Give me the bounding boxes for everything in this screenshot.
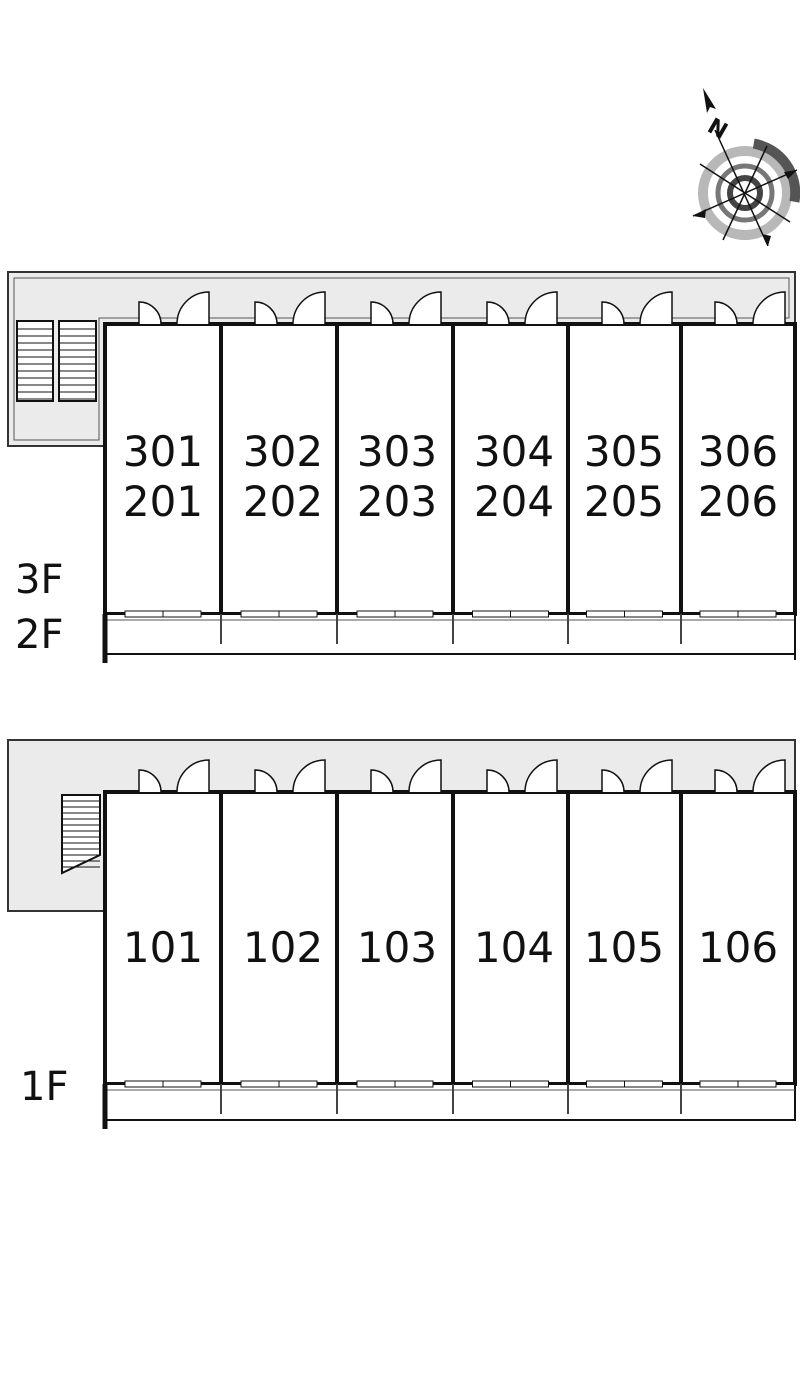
unit-204-label: 204	[474, 477, 554, 526]
entry-door	[138, 291, 210, 325]
entry-door	[370, 759, 442, 793]
unit-205-label: 205	[584, 477, 664, 526]
unit-304-label: 304	[474, 427, 554, 476]
lower-partitions	[219, 792, 683, 1084]
compass-rose-icon	[692, 88, 800, 247]
entry-door	[254, 291, 326, 325]
upper-partitions	[219, 324, 683, 614]
unit-301-label: 301	[123, 427, 203, 476]
unit-305-label: 305	[584, 427, 664, 476]
compass: N	[692, 88, 800, 247]
lower-floor-block: 101 102 103 104 105 106 1F	[7, 739, 797, 1129]
floor-label-3f: 3F	[15, 557, 63, 603]
unit-302-label: 302	[243, 427, 323, 476]
entry-door	[138, 759, 210, 793]
unit-306-label: 306	[698, 427, 778, 476]
entry-door	[601, 759, 673, 793]
unit-201-label: 201	[123, 477, 203, 526]
lower-staircase	[61, 794, 101, 875]
unit-203-label: 203	[357, 477, 437, 526]
unit-206-label: 206	[698, 477, 778, 526]
floor-label-2f: 2F	[15, 612, 63, 658]
entry-door	[486, 759, 558, 793]
unit-202-label: 202	[243, 477, 323, 526]
unit-104-label: 104	[474, 923, 554, 972]
floor-label-1f: 1F	[20, 1064, 68, 1110]
entry-door	[254, 759, 326, 793]
unit-101-label: 101	[123, 923, 203, 972]
compass-north-label: N	[703, 114, 731, 145]
entry-door	[486, 291, 558, 325]
lower-balcony	[104, 1083, 796, 1121]
entry-door	[601, 291, 673, 325]
upper-staircase	[16, 320, 97, 402]
unit-105-label: 105	[584, 923, 664, 972]
unit-303-label: 303	[357, 427, 437, 476]
upper-doors	[138, 291, 786, 325]
entry-door	[370, 291, 442, 325]
unit-103-label: 103	[357, 923, 437, 972]
entry-door	[714, 759, 786, 793]
entry-door	[714, 291, 786, 325]
lower-doors	[138, 759, 786, 793]
unit-102-label: 102	[243, 923, 323, 972]
unit-106-label: 106	[698, 923, 778, 972]
upper-building-outline	[103, 322, 797, 616]
upper-windows	[124, 610, 777, 618]
upper-floor-block: 301 201 302 202 303 203 304 204 305 205 …	[7, 271, 797, 663]
lower-building-outline	[103, 790, 797, 1086]
lower-windows	[124, 1080, 777, 1088]
